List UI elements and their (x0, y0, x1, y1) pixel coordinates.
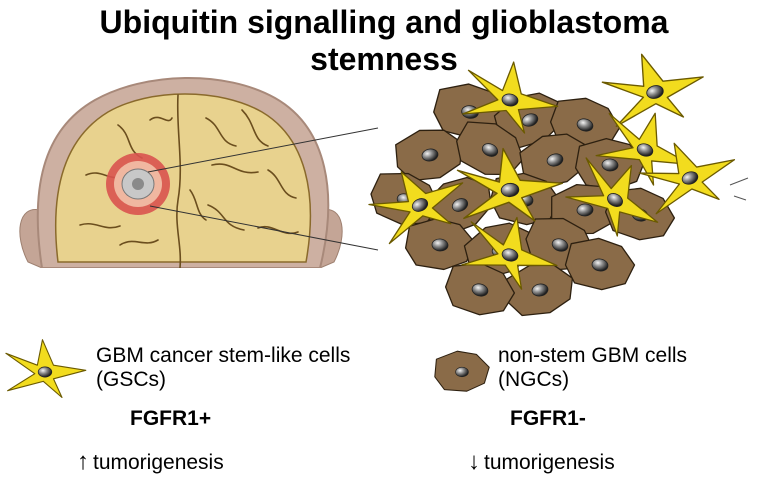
zoom-line-top (147, 127, 379, 173)
gsc-label-line-1: GBM cancer stem-like cells (96, 344, 351, 367)
ngc-label-line-2: (NGCs) (498, 368, 570, 391)
ngc-legend-icon (434, 350, 490, 392)
up-arrow-icon: ↑ (77, 448, 89, 475)
gsc-label-line-2: (GSCs) (96, 368, 166, 391)
zoom-line-bottom (149, 205, 379, 251)
brain-illustration (19, 77, 343, 268)
gsc-effect-label: tumorigenesis (93, 451, 224, 474)
down-arrow-icon: ↓ (468, 448, 480, 475)
cell-cluster (361, 39, 749, 323)
ngc-marker: FGFR1- (510, 407, 586, 430)
tumor-center (132, 178, 144, 190)
page-title: Ubiquitin signalling and glioblastoma st… (0, 4, 768, 78)
gsc-effect: ↑tumorigenesis (77, 448, 224, 476)
ngc-effect: ↓tumorigenesis (468, 448, 615, 476)
ngc-effect-label: tumorigenesis (484, 451, 615, 474)
title-line-1: Ubiquitin signalling and glioblastoma (99, 4, 669, 40)
brain (55, 93, 312, 263)
gsc-marker: FGFR1+ (130, 407, 212, 430)
gsc-legend-label: GBM cancer stem-like cells (GSCs) (96, 344, 350, 392)
title-line-2: stemness (310, 41, 458, 77)
ngc-legend-label: non-stem GBM cells (NGCs) (498, 344, 687, 392)
gsc-legend-icon (5, 339, 87, 399)
ngc-cell (561, 232, 639, 296)
ngc-label-line-1: non-stem GBM cells (498, 344, 688, 367)
